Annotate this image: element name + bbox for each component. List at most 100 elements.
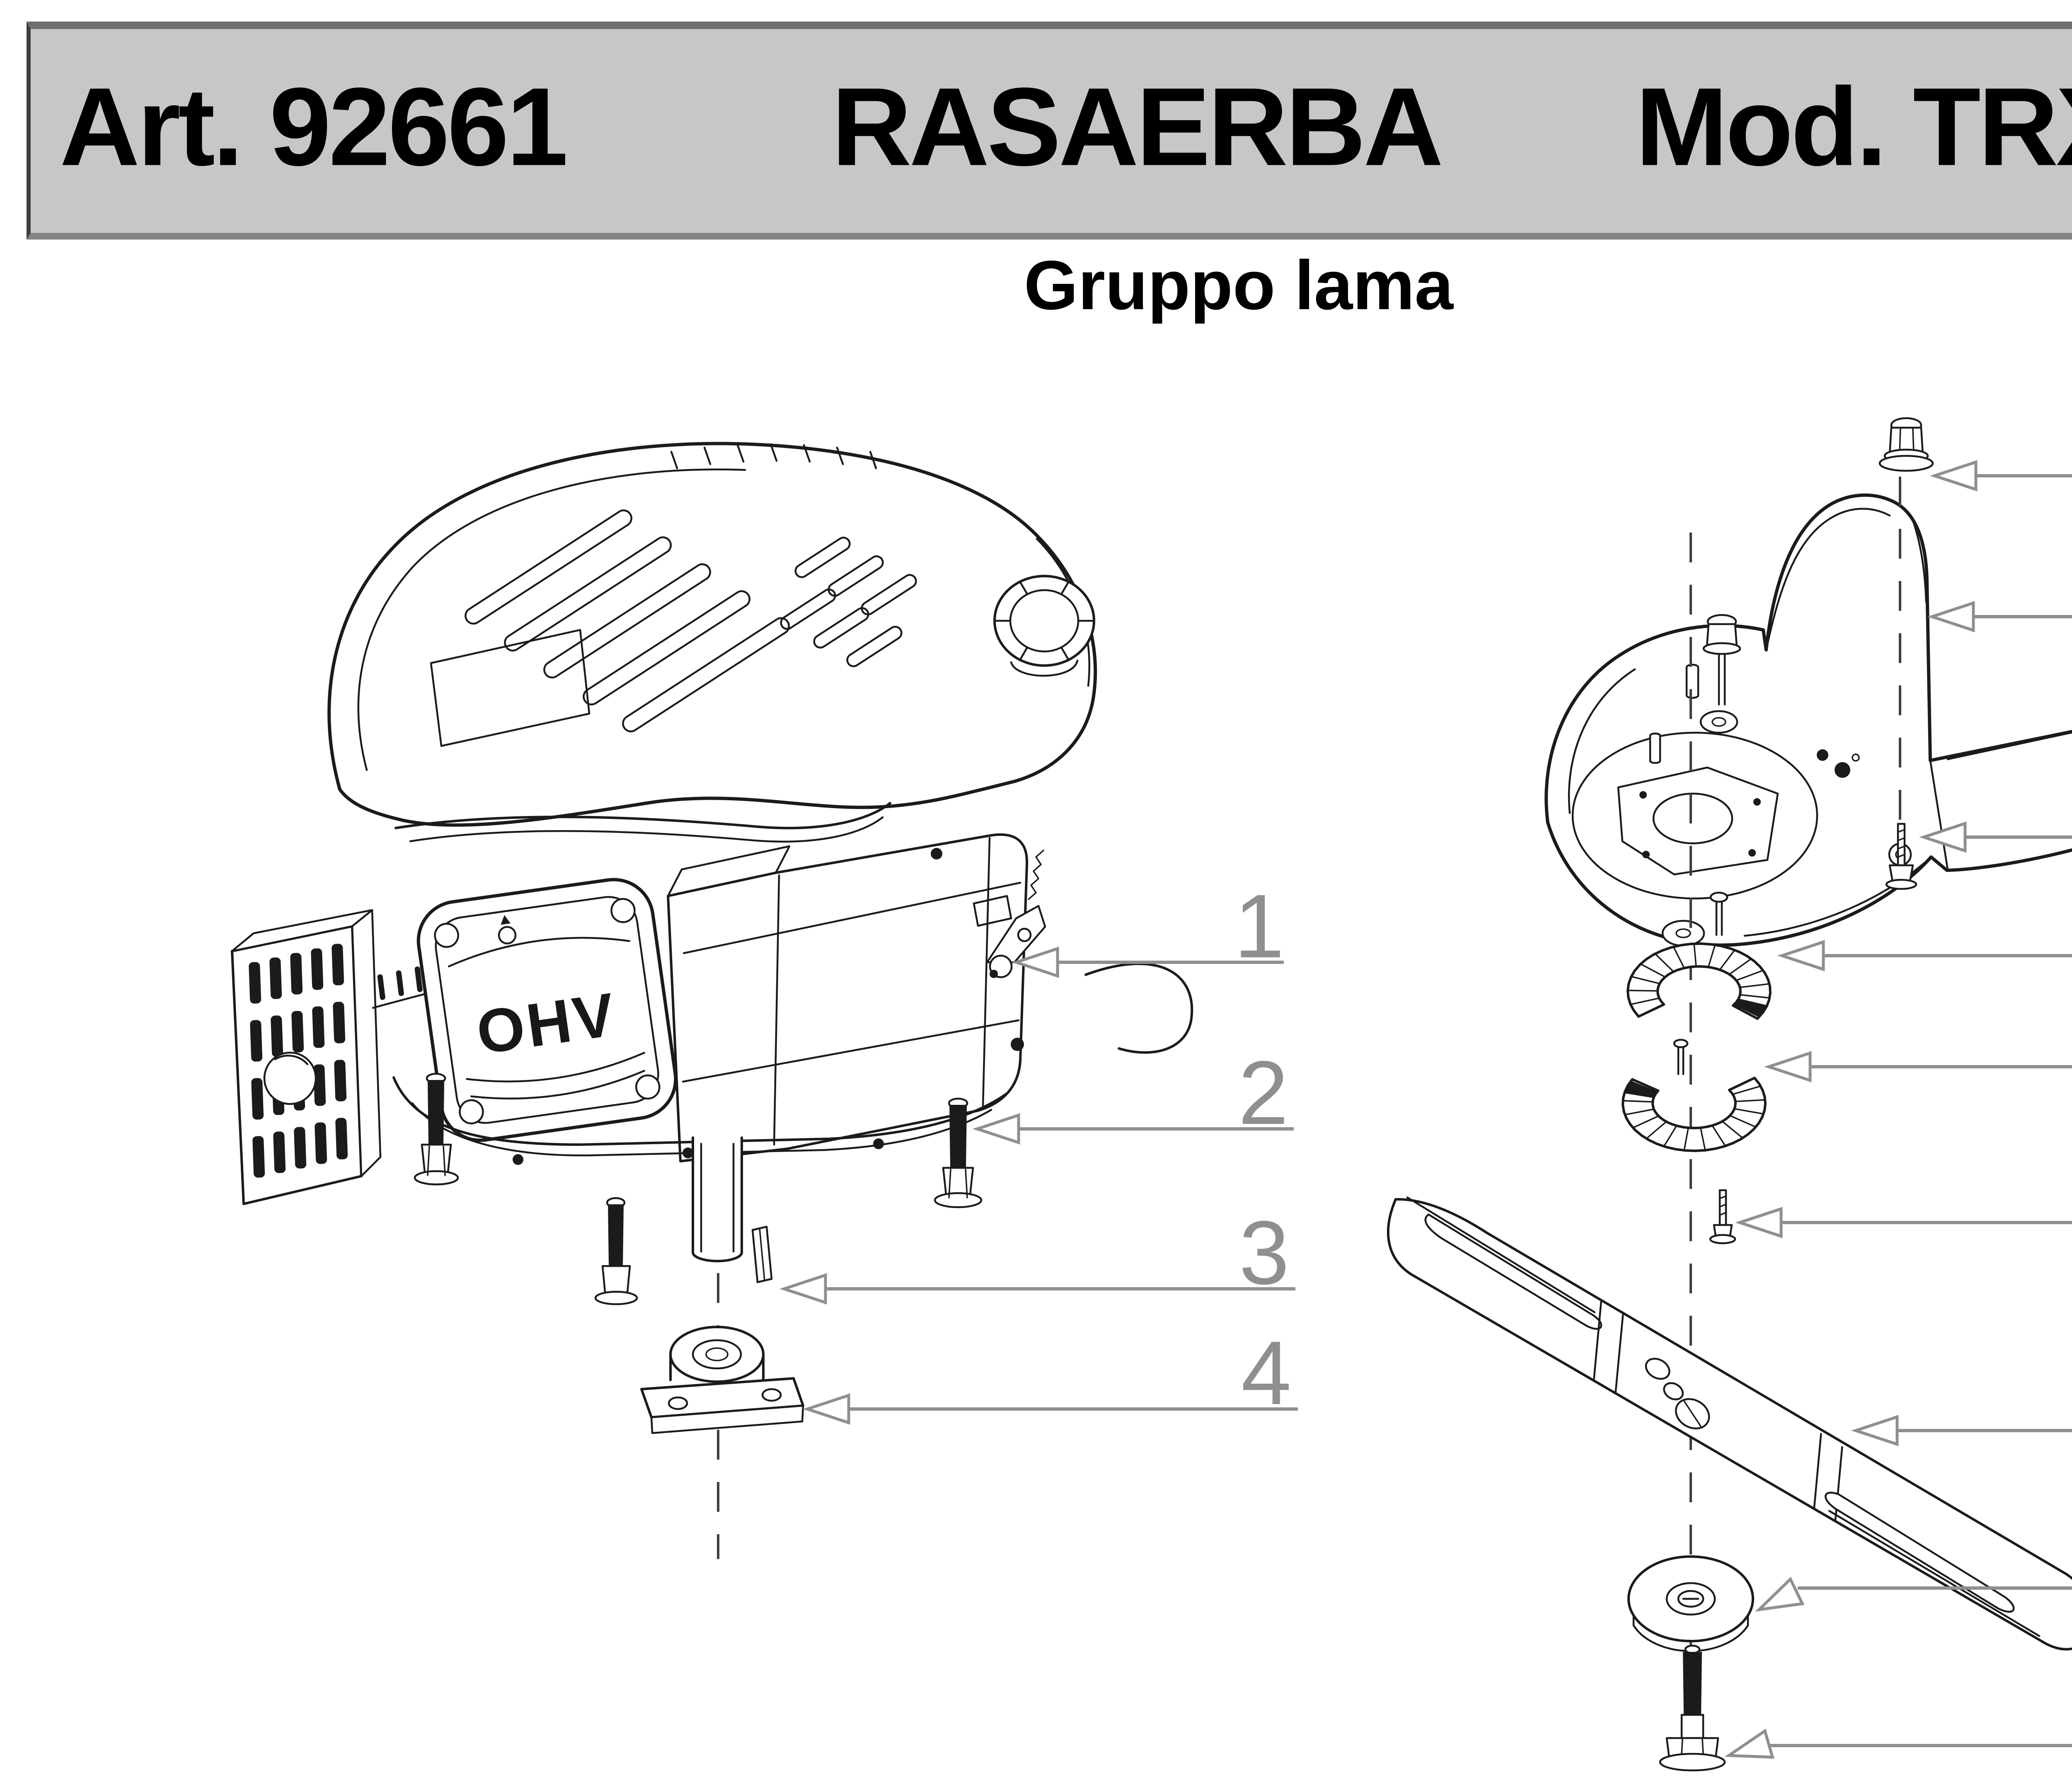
leader-arrow-4 (802, 1393, 850, 1425)
leader-arrow-5 (1929, 460, 1978, 492)
cylinder-block (667, 833, 1193, 1162)
part-9-friction-ring-tooth (1735, 1099, 1766, 1102)
leader-arrow-6 (1927, 601, 1975, 632)
engine-hood (327, 442, 1097, 843)
hood-label-plate (430, 629, 591, 747)
leader-arrow-10 (1735, 1207, 1783, 1238)
muffler-slot (252, 1136, 265, 1178)
muffler-guard (231, 909, 382, 1205)
leader-arrow-9 (1764, 1051, 1812, 1082)
part-9-friction-ring-tooth (1663, 1125, 1677, 1147)
leader-arrow-13 (1724, 1729, 1774, 1759)
part-2-engine-bolt (934, 1097, 983, 1208)
carburetor-linkage (973, 850, 1046, 978)
mount-bolt-mid (594, 1197, 638, 1305)
muffler-slot (249, 962, 261, 1004)
part-9-friction-ring-tooth (1699, 1127, 1706, 1151)
crankshaft (692, 1136, 743, 1262)
part-4-blade-adapter (640, 1326, 804, 1434)
part-9-friction-ring-tooth (1624, 1108, 1655, 1116)
muffler-slot (312, 1006, 325, 1048)
leader-arrow-7 (1919, 821, 1967, 853)
part-11-blade (1387, 1196, 2072, 1651)
muffler-slot (271, 1015, 283, 1057)
model-number: Mod. TRX-531H (1635, 64, 2072, 189)
page-title: RASAERBA (831, 64, 1444, 189)
engine-illustration: OHV (231, 442, 1193, 1305)
part-9-friction-ring-tooth (1632, 1115, 1660, 1128)
part-9-friction-ring-tooth (1721, 1121, 1744, 1139)
part-8-friction-ring-tooth (1719, 949, 1736, 971)
ring-screw-upper (1709, 891, 1728, 936)
governor-spring (1028, 850, 1044, 900)
muffler-slot (311, 948, 324, 990)
part-8-friction-ring-tooth (1629, 997, 1660, 1005)
part-9-friction-ring-end-segment (1624, 1081, 1658, 1098)
part-8-friction-ring-tooth (1739, 994, 1771, 999)
part-9-friction-ring-band (1622, 1077, 1767, 1152)
part-8-friction-ring (1627, 942, 1772, 1020)
friction-rings (1622, 942, 1772, 1152)
part-8-friction-ring-tooth (1739, 983, 1770, 988)
part-9-friction-ring-tooth (1729, 1115, 1757, 1128)
muffler-slot (335, 1118, 348, 1160)
part-13-blade-bolt (1659, 1644, 1726, 1772)
muffler-slot (315, 1122, 327, 1164)
part-8-friction-ring-tooth (1654, 953, 1675, 973)
article-number: Art. 92661 (60, 64, 568, 189)
part-number-3: 3 (1239, 1203, 1286, 1303)
part-3-pin (751, 1225, 773, 1283)
part-9-friction-ring-tooth (1622, 1100, 1653, 1103)
valve-cover: OHV (416, 878, 678, 1142)
part-5-bolt (1878, 417, 1934, 472)
muffler-slot (313, 1064, 326, 1106)
leader-arrow-2 (972, 1113, 1020, 1145)
part-number-1: 1 (1234, 876, 1281, 977)
part-6-blade-housing (1544, 493, 2072, 947)
muffler-slot (273, 1131, 286, 1173)
part-8-friction-ring-tooth (1736, 969, 1764, 981)
part-9-friction-ring-tooth (1732, 1085, 1762, 1095)
part-8-friction-ring-tooth (1630, 976, 1661, 985)
leader-arrow-12 (1755, 1576, 1805, 1612)
triangle-mark (501, 915, 511, 925)
comb-tick (414, 966, 423, 992)
ring-screw-lower (1673, 1039, 1689, 1075)
comb-tick (396, 970, 404, 996)
muffler-slot (290, 953, 303, 995)
muffler-slot (334, 1060, 347, 1102)
part-10-screw (1709, 1189, 1736, 1244)
exhaust-outlet-hole (263, 1051, 317, 1105)
muffler-slot (294, 1127, 307, 1169)
muffler-slot (251, 1078, 264, 1120)
housing-stud-bolt (1702, 614, 1741, 706)
part-number-4: 4 (1241, 1323, 1289, 1424)
part-9-friction-ring-tooth (1646, 1121, 1667, 1140)
part-8-friction-ring-tooth (1673, 946, 1685, 969)
part-8-friction-ring-tooth (1728, 958, 1752, 975)
part-callouts: 12345678910111213 (779, 460, 2072, 1759)
part-8-friction-ring-tooth (1627, 990, 1658, 992)
part-9-friction-ring (1622, 1077, 1767, 1152)
part-8-friction-ring-tooth (1640, 963, 1666, 978)
mount-bolt-left (414, 1073, 459, 1186)
control-rod (1084, 962, 1193, 1054)
cover-top-bolt (498, 926, 517, 944)
part-8-friction-ring-tooth (1707, 944, 1716, 968)
header-bar: Art. 92661 RASAERBA Mod. TRX-531H (27, 22, 2072, 240)
comb-tick (377, 974, 385, 1000)
part-9-friction-ring-tooth (1683, 1127, 1689, 1151)
part-9-friction-ring-tooth (1711, 1125, 1726, 1147)
muffler-slot (332, 944, 344, 985)
leader-arrow-11 (1851, 1415, 1899, 1446)
muffler-slot (291, 1011, 304, 1053)
part-12-washer (1627, 1555, 1754, 1652)
fuel-cap (993, 575, 1095, 677)
muffler-slot (250, 1020, 263, 1062)
leader-arrow-1 (1011, 947, 1059, 978)
part-9-friction-ring-tooth (1733, 1108, 1765, 1115)
part-number-2: 2 (1238, 1043, 1285, 1143)
muffler-slot (333, 1002, 346, 1044)
